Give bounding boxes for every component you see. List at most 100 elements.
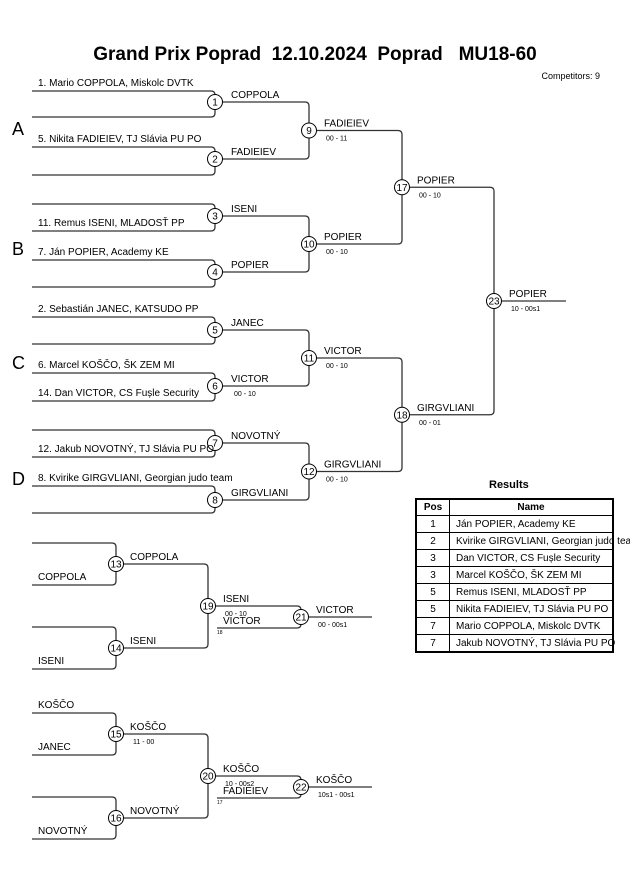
match-winner: JANEC bbox=[231, 318, 264, 329]
match-score: 10 - 00s2 bbox=[225, 781, 254, 788]
m6-circle bbox=[207, 378, 223, 394]
results-pos: 3 bbox=[415, 549, 450, 567]
m2-circle bbox=[207, 151, 223, 167]
m5-connector bbox=[32, 316, 216, 345]
match-winner: VICTOR bbox=[231, 374, 269, 385]
m12-circle-number: 12 bbox=[303, 467, 315, 478]
m1-circle-number: 1 bbox=[212, 98, 218, 109]
results-pos: 7 bbox=[415, 617, 450, 635]
results-pos: 5 bbox=[415, 600, 450, 618]
m18-circle bbox=[394, 406, 410, 423]
loser-from-match: 17 bbox=[217, 800, 223, 806]
r20-circle bbox=[200, 768, 216, 784]
match-score: 00 - 10 bbox=[234, 391, 256, 398]
m10-circle bbox=[301, 236, 317, 252]
r22-circle-number: 22 bbox=[295, 783, 307, 794]
results-name: Jakub NOVOTNÝ, TJ Slávia PU PO bbox=[449, 634, 615, 653]
match-score: 00 - 01 bbox=[419, 420, 441, 427]
r19-circle bbox=[200, 598, 216, 614]
pool-label-a: A bbox=[12, 119, 24, 139]
seed-entry: 8. Kvirike GIRGVLIANI, Georgian judo tea… bbox=[38, 473, 233, 484]
m11-circle bbox=[301, 350, 317, 366]
seed-entry: 12. Jakub NOVOTNÝ, TJ Slávia PU PO bbox=[38, 442, 214, 455]
match-winner: FADIEIEV bbox=[231, 147, 276, 158]
match-winner: GIRGVLIANI bbox=[417, 403, 474, 414]
results-name: Nikita FADIEIEV, TJ Slávia PU PO bbox=[449, 600, 614, 618]
m17-circle-number: 17 bbox=[396, 183, 408, 194]
page-title: Grand Prix Poprad 12.10.2024 Poprad MU18… bbox=[93, 44, 537, 65]
repechage-entry: ISENI bbox=[38, 656, 64, 667]
m7-circle bbox=[207, 435, 223, 451]
r16-circle-number: 16 bbox=[110, 814, 122, 825]
r21-circle-number: 21 bbox=[295, 613, 307, 624]
m18-circle-number: 18 bbox=[396, 410, 408, 421]
match-winner: ISENI bbox=[231, 204, 257, 215]
m18-connector bbox=[309, 357, 403, 473]
match-winner: POPIER bbox=[417, 175, 455, 186]
match-score: 00 - 10 bbox=[225, 611, 247, 618]
m7-circle-number: 7 bbox=[212, 439, 218, 450]
m4-circle-number: 4 bbox=[212, 268, 218, 279]
final-score: 10 - 00s1 bbox=[511, 306, 540, 313]
match-score: 00 - 10 bbox=[419, 192, 441, 199]
r21-circle bbox=[293, 609, 309, 625]
loser-entry: FADIEIEV bbox=[223, 786, 268, 797]
m1-connector bbox=[32, 90, 216, 118]
m8-circle bbox=[207, 492, 223, 508]
pool-label-b: B bbox=[12, 239, 24, 259]
bronze-score: 10s1 - 00s1 bbox=[318, 792, 355, 799]
m2-connector bbox=[32, 146, 216, 176]
m3-circle bbox=[207, 208, 223, 224]
seed-entry: 11. Remus ISENI, MLADOSŤ PP bbox=[38, 216, 185, 229]
r13-circle bbox=[108, 556, 124, 572]
m5-circle bbox=[207, 322, 223, 338]
match-winner: COPPOLA bbox=[231, 90, 280, 101]
match-winner: ISENI bbox=[130, 636, 156, 647]
pool-label-d: D bbox=[12, 469, 25, 489]
m12-circle bbox=[301, 463, 317, 480]
match-winner: KOŠČO bbox=[223, 762, 259, 775]
m9-circle bbox=[301, 122, 317, 139]
match-winner: GIRGVLIANI bbox=[324, 460, 381, 471]
r13-circle-number: 13 bbox=[110, 560, 122, 571]
competitors-count: Competitors: 9 bbox=[541, 71, 600, 81]
results-title: Results bbox=[489, 479, 529, 491]
m1-circle bbox=[207, 94, 223, 110]
loser-from-match: 18 bbox=[217, 630, 223, 636]
match-score: 00 - 10 bbox=[326, 363, 348, 370]
results-header-pos: Pos bbox=[415, 498, 450, 516]
m23-connector bbox=[402, 186, 495, 416]
r20-circle-number: 20 bbox=[202, 772, 214, 783]
r14-circle-number: 14 bbox=[110, 644, 122, 655]
m10-circle-number: 10 bbox=[303, 240, 315, 251]
results-pos: 5 bbox=[415, 583, 450, 601]
m23-circle bbox=[486, 293, 502, 309]
m4-connector bbox=[32, 259, 216, 288]
match-winner: POPIER bbox=[231, 260, 269, 271]
m11-circle-number: 11 bbox=[304, 354, 315, 365]
match-score: 11 - 00 bbox=[133, 739, 154, 746]
results-pos: 2 bbox=[415, 532, 450, 550]
match-winner: ISENI bbox=[223, 594, 249, 605]
m9-circle-number: 9 bbox=[306, 126, 312, 137]
r19-circle-number: 19 bbox=[202, 602, 214, 613]
results-name: Dan VICTOR, CS Fușle Security bbox=[449, 549, 614, 567]
results-header-row: Pos Name bbox=[415, 498, 614, 516]
r15-circle-number: 15 bbox=[110, 730, 122, 741]
results-name: Kvirike GIRGVLIANI, Georgian judo team bbox=[449, 532, 630, 550]
match-score: 00 - 10 bbox=[326, 477, 348, 484]
final-winner: POPIER bbox=[509, 289, 547, 300]
results-pos: 7 bbox=[415, 634, 450, 653]
repechage-entry: KOŠČO bbox=[38, 698, 74, 711]
seed-entry: 14. Dan VICTOR, CS Fușle Security bbox=[38, 388, 199, 399]
m3-circle-number: 3 bbox=[212, 212, 218, 223]
seed-entry: 6. Marcel KOŠČO, ŠK ZEM MI bbox=[38, 358, 175, 371]
pool-label-c: C bbox=[12, 353, 25, 373]
